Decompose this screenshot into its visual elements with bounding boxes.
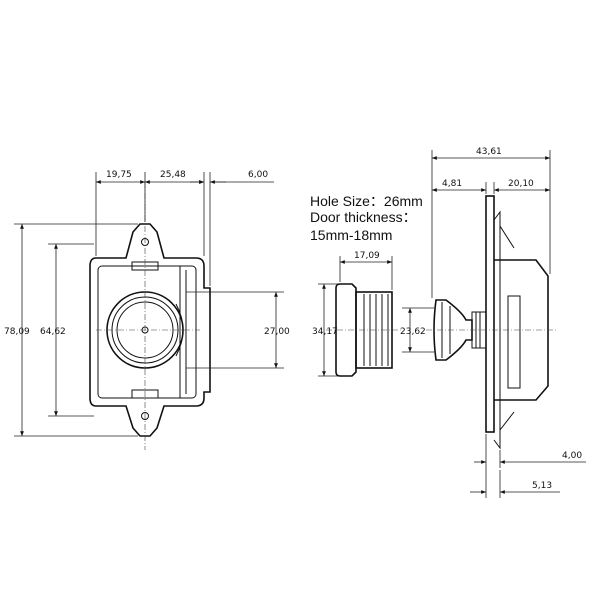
side-knob [433, 299, 473, 361]
dim-34-17: 34,17 [312, 327, 338, 337]
front-dimensions: 19,75 25,48 6,00 78,09 64,62 27,00 [4, 170, 290, 437]
dim-25-48: 25,48 [160, 170, 186, 180]
front-screw-hole-bottom [141, 412, 149, 420]
front-view [89, 182, 211, 450]
nut-flange [335, 283, 357, 377]
dim-43-61: 43,61 [476, 147, 502, 157]
front-button-tab [175, 303, 184, 357]
dim-20-10: 20,10 [508, 179, 534, 189]
note-hole-size: Hole Size：26mm [310, 193, 423, 209]
dim-6-00: 6,00 [248, 170, 268, 180]
dim-64-62: 64,62 [40, 327, 66, 337]
nut-view: 17,09 34,17 [312, 251, 402, 377]
note-door-thickness-label: Door thickness： [310, 209, 417, 225]
front-side-wall [179, 266, 187, 398]
dim-5-13: 5,13 [532, 481, 552, 491]
front-bottom-notch [131, 389, 159, 399]
dim-4-81: 4,81 [442, 179, 462, 189]
side-housing [494, 259, 549, 401]
dim-17-09: 17,09 [354, 251, 380, 261]
side-view: 23,62 43,61 4,81 20,10 4,00 5,13 [400, 147, 586, 498]
dim-78-09: 78,09 [4, 327, 30, 337]
note-door-thickness-value: 15mm-18mm [310, 227, 392, 243]
dim-23-62: 23,62 [400, 327, 426, 337]
dim-4-00: 4,00 [562, 451, 582, 461]
front-plate-outline [89, 223, 211, 437]
side-flange [485, 195, 495, 433]
dim-27-00: 27,00 [264, 327, 290, 337]
notes: Hole Size：26mm Door thickness： 15mm-18mm [310, 193, 423, 243]
side-housing-slot [507, 295, 521, 389]
dim-19-75: 19,75 [106, 170, 132, 180]
